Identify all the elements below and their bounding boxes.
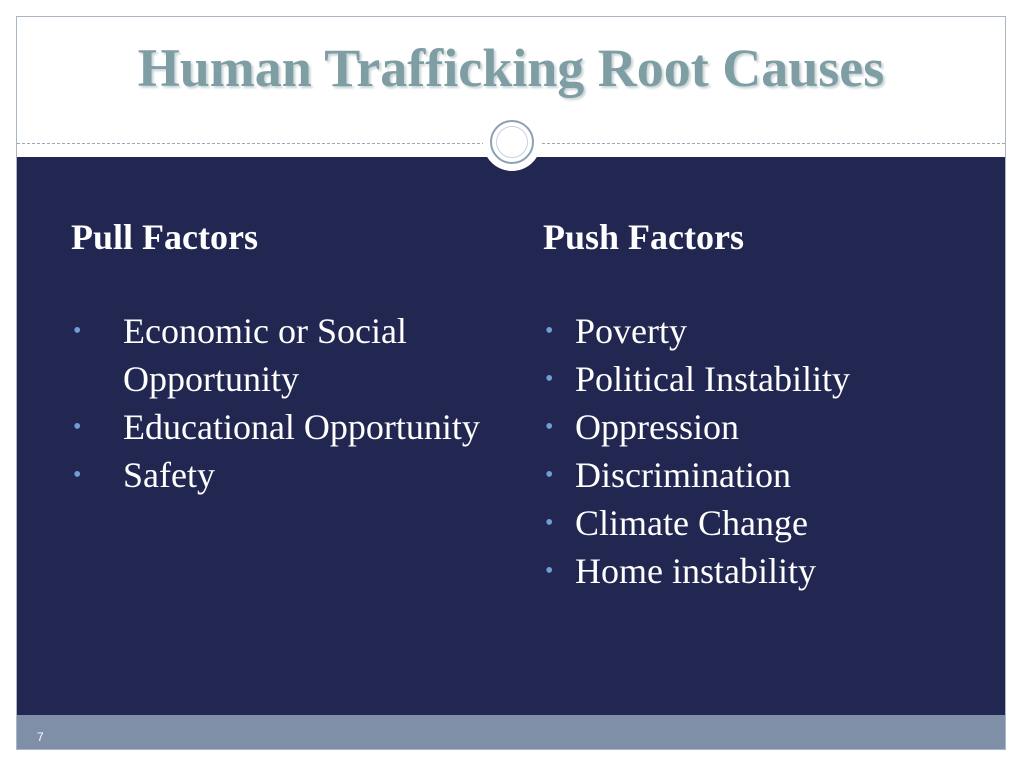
list-item-text: Educational Opportunity [123,407,480,447]
list-item-text: Poverty [575,311,687,351]
bullet-icon: • [545,510,554,536]
push-factors-column: Push Factors • Poverty • Political Instabi… [543,217,983,595]
list-item-text: Home instability [575,551,816,591]
list-item: • Oppression [543,403,983,451]
slide: Human Trafficking Root Causes Pull Facto… [16,16,1006,750]
pull-factors-list: • Economic or Social Opportunity • Educati… [71,307,491,499]
list-item: • Safety [71,451,491,499]
list-item: • Economic or Social Opportunity [71,307,491,403]
list-item-text: Political Instability [575,359,850,399]
list-item-text: Safety [123,455,215,495]
circle-ornament-ring [490,120,534,164]
bullet-icon: • [73,462,82,488]
list-item-text: Economic or Social Opportunity [123,311,407,399]
slide-title: Human Trafficking Root Causes [137,38,885,98]
page-number: 7 [37,730,44,744]
pull-factors-column: Pull Factors • Economic or Social Opportu… [71,217,491,499]
pull-factors-heading: Pull Factors [71,217,258,257]
list-item-text: Discrimination [575,455,791,495]
bullet-icon: • [73,318,82,344]
list-item: • Home instability [543,547,983,595]
circle-ornament-core [496,126,528,158]
list-item: • Climate Change [543,499,983,547]
bullet-icon: • [545,318,554,344]
push-factors-list: • Poverty • Political Instability • Oppress… [543,307,983,595]
list-item-text: Oppression [575,407,739,447]
push-factors-heading: Push Factors [543,217,744,257]
bullet-icon: • [73,414,82,440]
list-item: • Political Instability [543,355,983,403]
list-item: • Educational Opportunity [71,403,491,451]
circle-ornament-icon [483,113,541,171]
bullet-icon: • [545,558,554,584]
content-area: Pull Factors • Economic or Social Opportu… [17,157,1005,715]
list-item: • Poverty [543,307,983,355]
list-item-text: Climate Change [575,503,808,543]
bullet-icon: • [545,462,554,488]
list-item: • Discrimination [543,451,983,499]
bullet-icon: • [545,414,554,440]
footer-bar: 7 [17,715,1005,749]
bullet-icon: • [545,366,554,392]
